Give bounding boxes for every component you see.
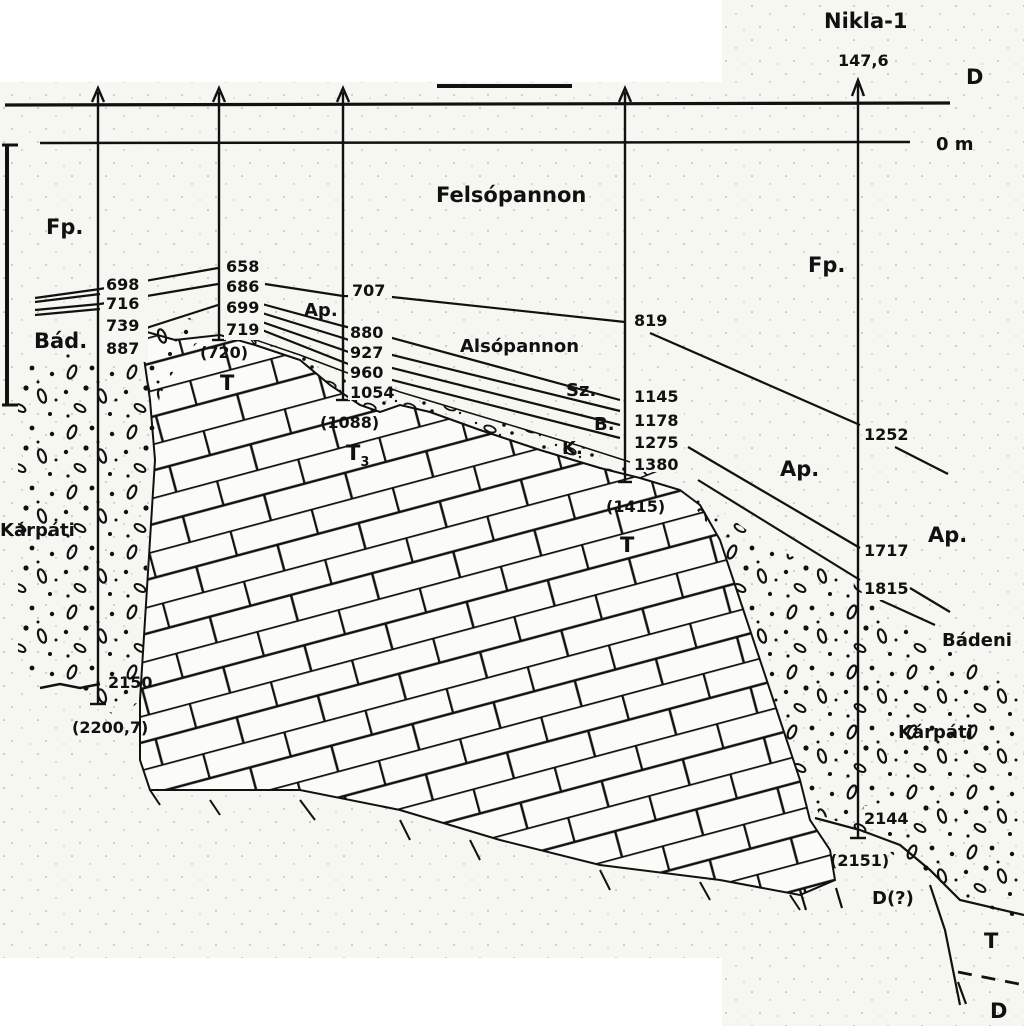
triassic-t-right-label: T: [984, 929, 999, 953]
well-1-total-depth: (2200,7): [72, 718, 148, 737]
devonian-bottom-label: D: [990, 999, 1007, 1023]
label-backgrounds: [104, 256, 908, 826]
badeni-left-label: Bád.: [34, 329, 87, 353]
well-2-depth: 719: [226, 320, 259, 339]
well-5-depth: 2144: [864, 809, 909, 828]
well-1-depth: 698: [106, 275, 139, 294]
fp-left-label: Fp.: [46, 215, 83, 239]
ap-right-label-2: Ap.: [928, 523, 967, 547]
well-4-depth: 819: [634, 311, 667, 330]
felsopannon-label: Felsópannon: [436, 183, 586, 207]
karpati-left-label: Kárpáti: [0, 520, 75, 541]
well-2-depth: 699: [226, 298, 259, 317]
well-1-base-depth: 2150: [108, 673, 153, 692]
well-4-depth: 1145: [634, 387, 679, 406]
datum-lines: [2, 84, 951, 407]
sz-label: Sz.: [566, 380, 596, 401]
badeni-right-label: Bádeni: [942, 630, 1012, 651]
well-5-total-depth: (2151): [830, 851, 889, 870]
well-3-depth: 880: [350, 323, 383, 342]
well-5-depth: 1717: [864, 541, 909, 560]
well-1-depths: 698 716 739 887 2150 (2200,7): [72, 275, 153, 737]
well-3-depth: 707: [352, 281, 385, 300]
well-1-depth: 739: [106, 316, 139, 335]
well-4-depth: 1275: [634, 433, 679, 452]
ap-left-label: Ap.: [304, 300, 338, 321]
base-ticks: [798, 887, 968, 1005]
well-4-depth: 1178: [634, 411, 679, 430]
k-label: K.: [562, 438, 583, 459]
well-2-total-depth: (720): [200, 343, 248, 362]
karpati-conglomerate-right: [680, 488, 1024, 920]
basal-conglomerate-band: [248, 336, 663, 479]
well-2-depth: 658: [226, 257, 259, 276]
well-5-depths: 1252 1717 1815 2144 (2151): [830, 425, 909, 870]
well-3-depth: 1054: [350, 383, 395, 402]
well-4-depth: 1380: [634, 455, 679, 474]
well-3-depth: 960: [350, 363, 383, 382]
triassic-t-label-2: T: [620, 533, 635, 557]
well-3-total-depth: (1088): [320, 413, 379, 432]
ap-right-label-1: Ap.: [780, 457, 819, 481]
well-3-depth: 927: [350, 343, 383, 362]
well-1-depth: 716: [106, 294, 139, 313]
wells: [90, 76, 866, 840]
triassic-t-label-1: T: [220, 371, 235, 395]
well-2-depth: 686: [226, 277, 259, 296]
well-3-depths: 707 880 927 960 1054 (1088): [320, 281, 395, 432]
elevation-label: 147,6: [838, 51, 889, 70]
well-4-total-depth: (1415): [606, 497, 665, 516]
well-1-depth: 887: [106, 339, 139, 358]
karpati-right-label: Kárpáti: [898, 722, 973, 743]
alsopannon-label: Alsópannon: [460, 336, 579, 357]
fp-right-label: Fp.: [808, 253, 845, 277]
well-2-depths: 658 686 699 719 (720): [200, 257, 259, 362]
triassic-t3-label: T3: [346, 441, 369, 470]
well-5-depth: 1252: [864, 425, 909, 444]
zero-meter-label: 0 m: [936, 134, 974, 155]
devonian-question-label: D(?): [872, 888, 914, 909]
well-4-depths: 819 1145 1178 1275 1380 (1415): [606, 311, 679, 516]
well-5-depth: 1815: [864, 579, 909, 598]
datum-d-label: D: [966, 65, 983, 89]
karpati-conglomerate-left: [18, 318, 205, 720]
well-name-label: Nikla-1: [824, 9, 907, 33]
b-label: B.: [594, 414, 615, 435]
